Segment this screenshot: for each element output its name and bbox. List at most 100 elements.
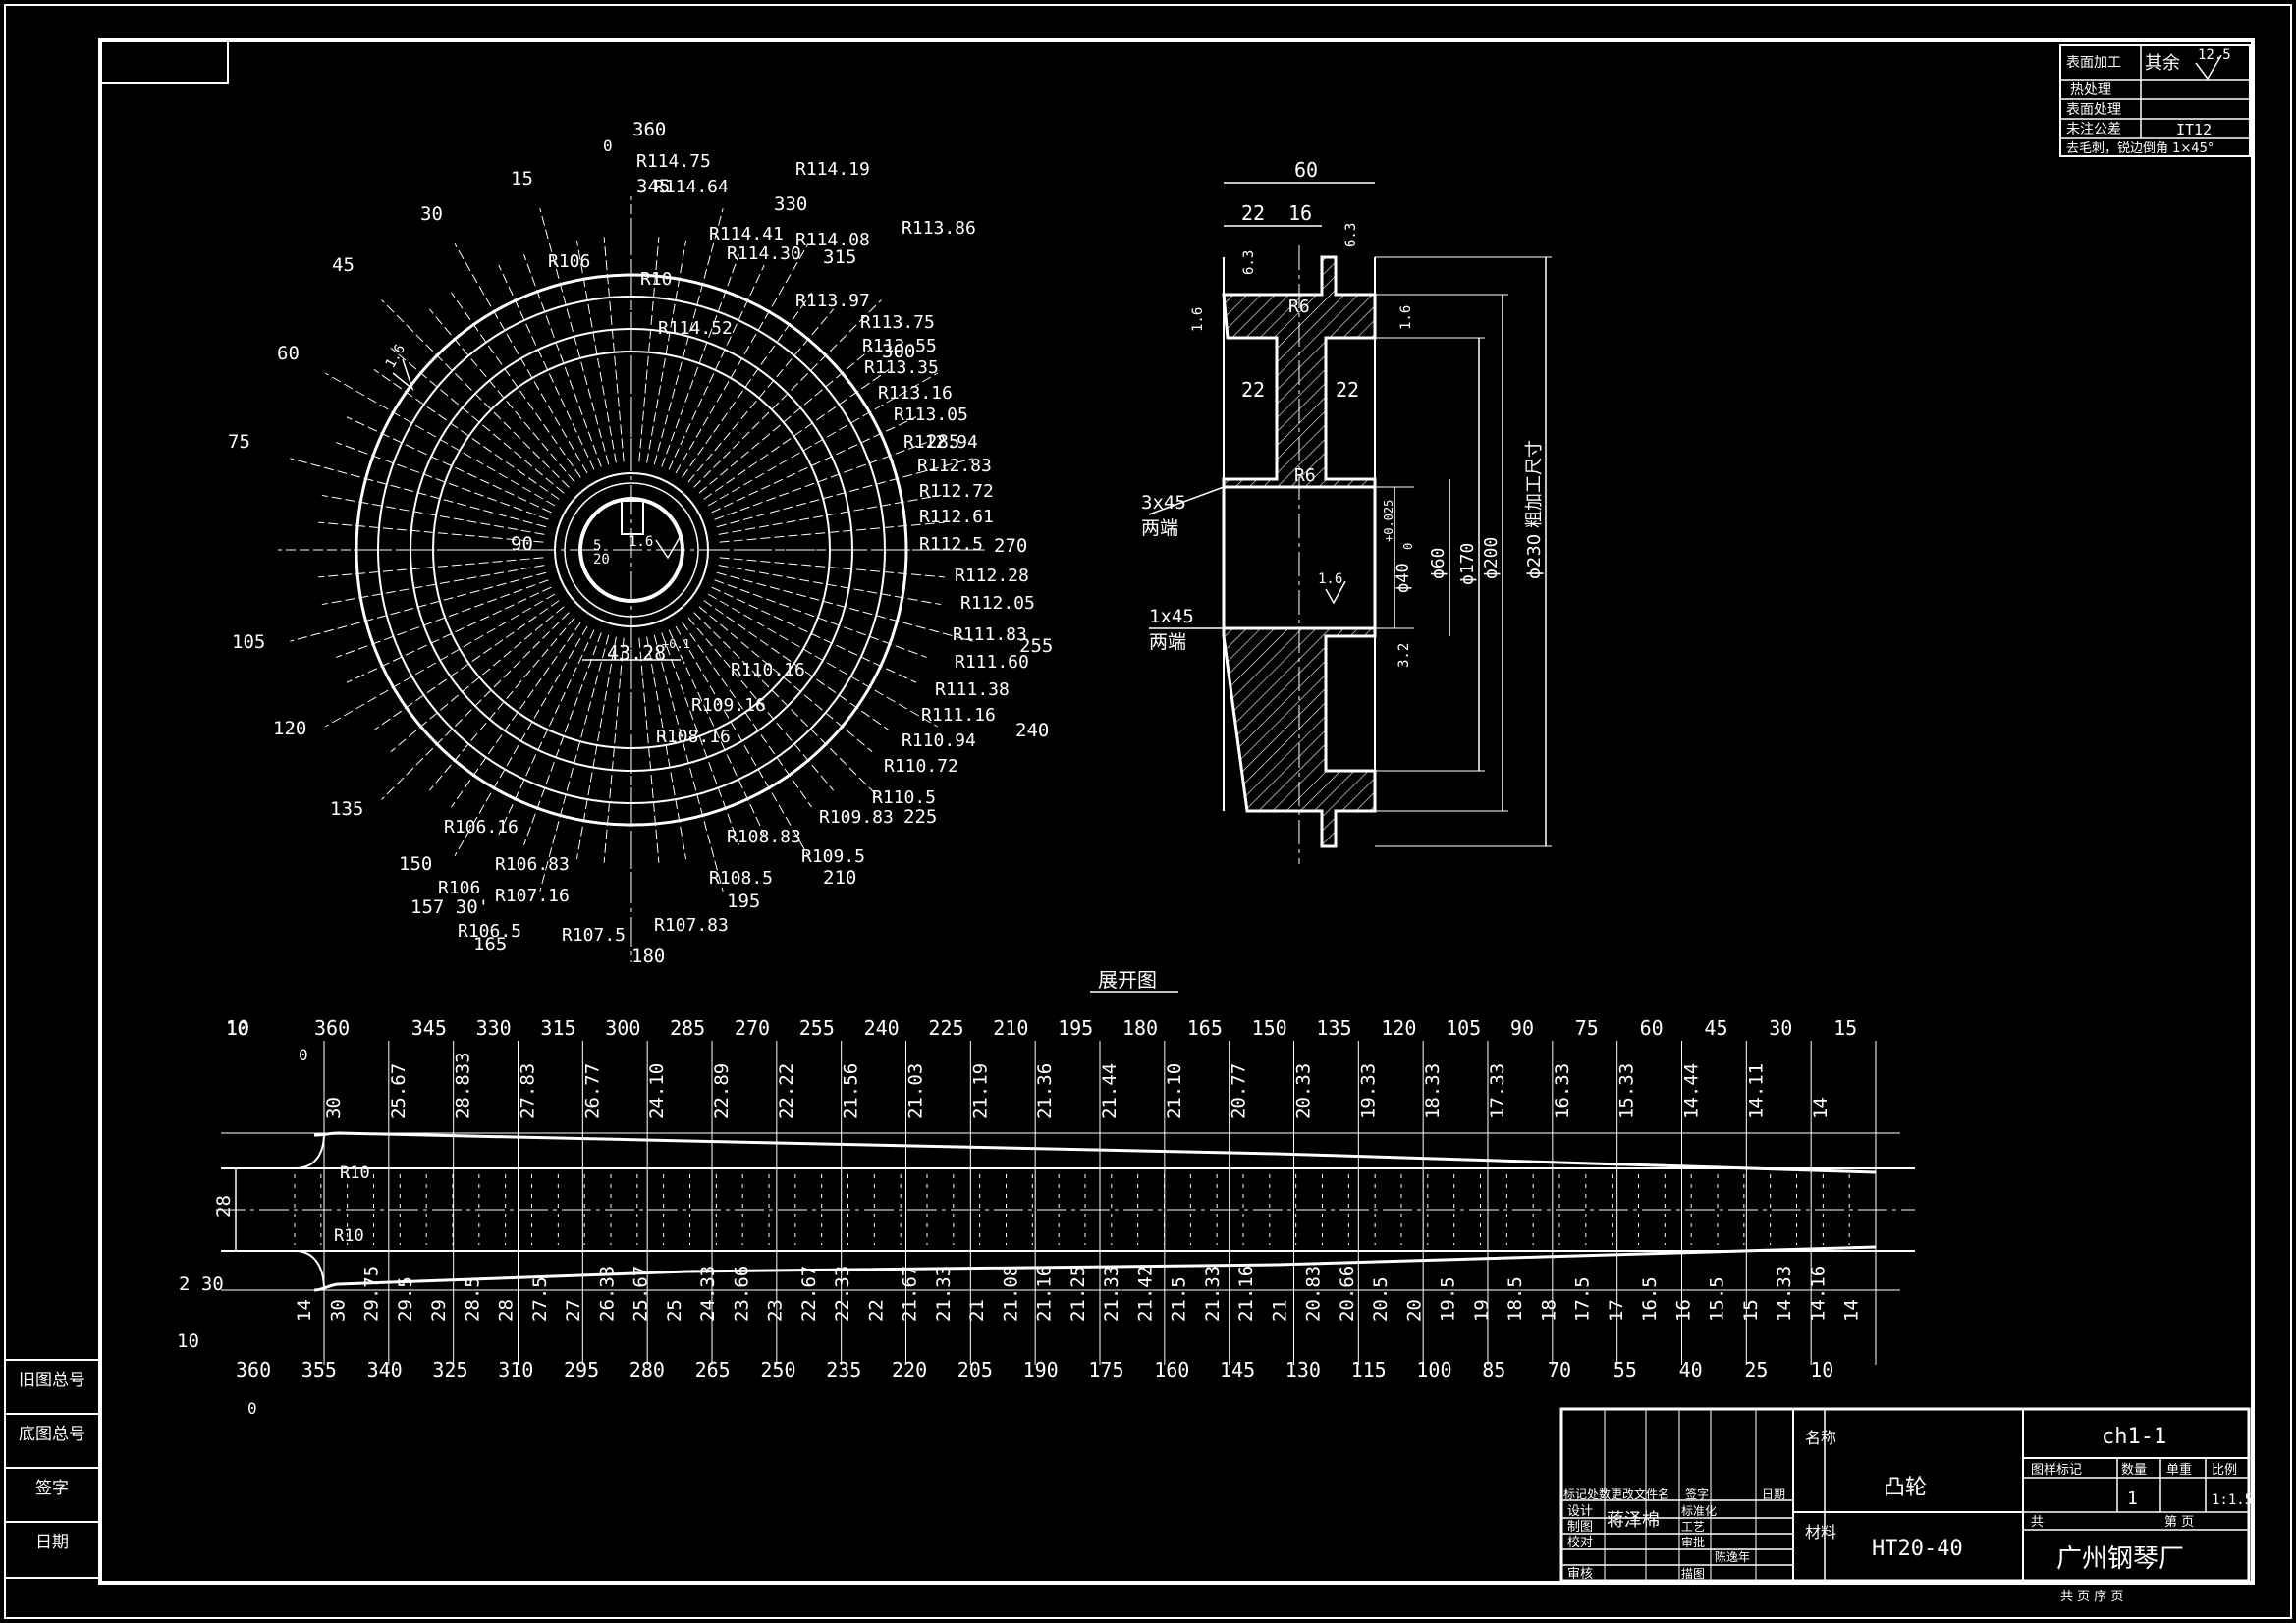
side-label-old-drawing: 旧图总号 [19, 1371, 85, 1390]
cam-angle-label: 255 [1019, 635, 1053, 657]
cam-ray [703, 369, 890, 500]
cam-ray [646, 636, 687, 860]
dev-top-angle: 270 [735, 1016, 770, 1040]
col-label-weight: 单重 [2166, 1462, 2192, 1478]
cam-angle-label: 330 [774, 193, 807, 215]
dev-top-value: 22.89 [711, 1063, 733, 1119]
dev-height: 28 [213, 1195, 235, 1217]
dev-top-value: 15.33 [1616, 1063, 1638, 1119]
dev-top-angle: 195 [1058, 1016, 1093, 1040]
dev-bottom-angle: 25 [1744, 1358, 1768, 1381]
cam-ray [346, 416, 552, 514]
dev-top-value: 14 [1810, 1097, 1831, 1119]
cam-radius-label: R114.52 [658, 318, 733, 339]
part-name: 凸轮 [1884, 1476, 1927, 1500]
cam-angle-labels: 3603453303153002852702552402252101951801… [228, 119, 1053, 967]
dev-bottom-value: 20.5 [1370, 1276, 1392, 1322]
cam-radius-label: R109.16 [691, 695, 766, 716]
cam-ray [321, 494, 545, 535]
technical-requirements-table: 表面加工 其余 12.5 热处理 表面处理 未注公差 IT12 去毛刺，锐边倒角… [2059, 44, 2251, 157]
cam-ray [714, 579, 927, 658]
cam-angle-label: 360 [632, 119, 666, 140]
chamfer-size-1: 3x45 [1141, 492, 1186, 514]
dia-bore: ϕ40 [1394, 563, 1413, 593]
dev-bottom-angle: 220 [892, 1358, 927, 1381]
dev-bottom-value: 21.16 [1034, 1266, 1056, 1322]
dev-end-mark: 0 [247, 1399, 257, 1418]
dev-bottom-value: 20.83 [1303, 1266, 1325, 1322]
dev-bottom-angle: 235 [826, 1358, 861, 1381]
dev-bottom-value: 15 [1740, 1299, 1762, 1322]
cam-start-mark: 0 [603, 136, 613, 155]
outer-border [4, 4, 2292, 1619]
section-roughness-3: 1.6 [1190, 307, 1206, 332]
cam-ray [719, 557, 945, 578]
cam-angle-label: 60 [277, 343, 300, 364]
cam-radius-label: R112.5 [919, 534, 983, 555]
development-fillet-bottom [294, 1250, 325, 1291]
cam-radius-label: R114.41 [709, 224, 784, 244]
development-upper-profile [313, 1131, 1877, 1174]
cam-ray [373, 369, 560, 500]
cam-radius-label: R108.83 [727, 827, 801, 847]
cam-angle-label: 315 [823, 246, 856, 268]
cam-ray [336, 442, 549, 520]
cam-ray [373, 600, 560, 730]
cam-ray [390, 347, 565, 494]
cam-radius-label: R112.94 [903, 432, 978, 453]
dev-top-value: 21.03 [905, 1063, 927, 1119]
cam-ray [646, 240, 687, 463]
keyway [621, 500, 644, 535]
cam-radius-label: R114.30 [727, 243, 801, 264]
dev-bottom-value: 14.33 [1774, 1266, 1795, 1322]
dev-top-value: 19.33 [1357, 1063, 1379, 1119]
cam-angle-label: 90 [511, 533, 533, 555]
cam-ray [603, 237, 625, 462]
dev-top-angle: 135 [1316, 1016, 1351, 1040]
cam-section-view: 60 22 16 22 22 R6 R6 6.3 6.3 1.6 1.6 1.6… [1141, 158, 1552, 864]
cam-radius-label: R10 [640, 269, 673, 290]
company-name: 广州钢琴厂 [2056, 1544, 2184, 1574]
dev-top-value: 21.10 [1164, 1063, 1185, 1119]
cam-radius-label: R110.5 [872, 787, 936, 808]
dia-200: ϕ200 [1481, 537, 1502, 579]
cam-radius-label: R106.83 [495, 854, 570, 875]
dev-top-value: 21.36 [1034, 1063, 1056, 1119]
cam-ray [523, 632, 602, 845]
col-label-qty: 数量 [2121, 1463, 2147, 1478]
dev-radius-top: R10 [340, 1163, 370, 1183]
cam-ray [711, 416, 917, 514]
cam-ray [668, 629, 765, 836]
dev-bottom-value: 29.5 [395, 1276, 416, 1322]
dev-bottom-value: 25.67 [630, 1266, 652, 1322]
dia-230-rough: ϕ230 粗加工尺寸 [1524, 440, 1545, 579]
dev-bottom-value: 21 [966, 1299, 988, 1322]
dev-bottom-value: 21 [1269, 1299, 1290, 1322]
col-label-scale: 比例 [2212, 1463, 2237, 1478]
cam-radius-label: R112.05 [960, 593, 1035, 614]
cam-radius-label: R113.97 [795, 291, 870, 311]
development-title: 展开图 [1098, 968, 1157, 992]
dev-top-angle: 90 [1510, 1016, 1534, 1040]
cam-radius-label: R110.94 [902, 730, 976, 751]
dia-hub: ϕ60 [1428, 547, 1449, 579]
cam-ray [498, 264, 595, 470]
dev-top-angle: 120 [1381, 1016, 1416, 1040]
dev-top-angle: 315 [540, 1016, 575, 1040]
dev-top-value: 20.77 [1229, 1063, 1250, 1119]
dim-fillet-bottom: R6 [1294, 465, 1316, 486]
development-fillet-top [294, 1132, 325, 1169]
cam-radius-label: R112.28 [955, 566, 1029, 586]
dev-bottom-value: 19 [1471, 1299, 1493, 1322]
dev-bottom-value: 21.5 [1169, 1276, 1190, 1322]
section-roughness-icon [1325, 580, 1346, 605]
dev-bottom-value: 27.5 [529, 1276, 551, 1322]
dev-bottom-value: 29.75 [361, 1266, 383, 1322]
dev-top-value: 25.67 [388, 1063, 410, 1119]
rev-col-mark: 标记 [1563, 1488, 1587, 1501]
cam-radius-label: R107.5 [562, 925, 626, 946]
cam-radius-label: R111.16 [921, 705, 996, 726]
cam-ray [682, 622, 812, 808]
dev-bottom-value: 22 [865, 1299, 887, 1322]
cam-radius-label: R110.16 [731, 660, 805, 680]
